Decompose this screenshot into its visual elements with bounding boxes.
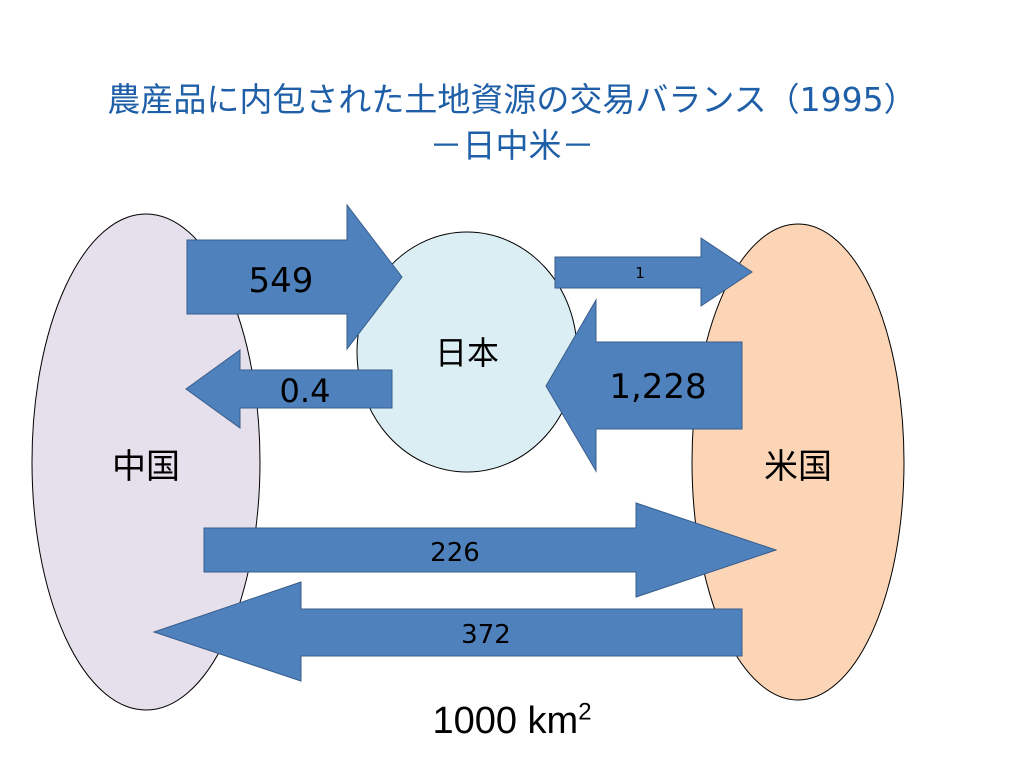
flow-value-usa-to-japan: 1,228: [609, 367, 706, 407]
flow-value-china-to-japan: 549: [249, 261, 314, 301]
japan-label: 日本: [435, 334, 499, 372]
arrow-usa-to-china: [152, 581, 743, 682]
arrow-china-to-japan: [186, 203, 403, 351]
arrow-japan-to-usa: [554, 237, 753, 307]
unit-label: 1000 km2: [0, 700, 1024, 743]
china-label: 中国: [112, 447, 180, 487]
flow-value-china-to-usa: 226: [430, 538, 480, 568]
flow-value-japan-to-china: 0.4: [280, 372, 331, 410]
flow-value-japan-to-usa: 1: [635, 264, 645, 282]
china-node: [31, 213, 261, 711]
arrow-japan-to-china: [185, 349, 393, 429]
arrow-usa-to-japan: [545, 298, 743, 473]
arrow-china-to-usa: [203, 502, 778, 598]
unit-base: 1000 km: [432, 700, 579, 742]
slide-subtitle: －日中米－: [429, 126, 595, 165]
flow-value-usa-to-china: 372: [461, 620, 511, 650]
usa-label: 米国: [764, 447, 832, 487]
usa-node: [691, 223, 905, 701]
unit-superscript: 2: [578, 698, 592, 726]
slide-title: 農産品に内包された土地資源の交易バランス（1995）: [107, 80, 917, 119]
